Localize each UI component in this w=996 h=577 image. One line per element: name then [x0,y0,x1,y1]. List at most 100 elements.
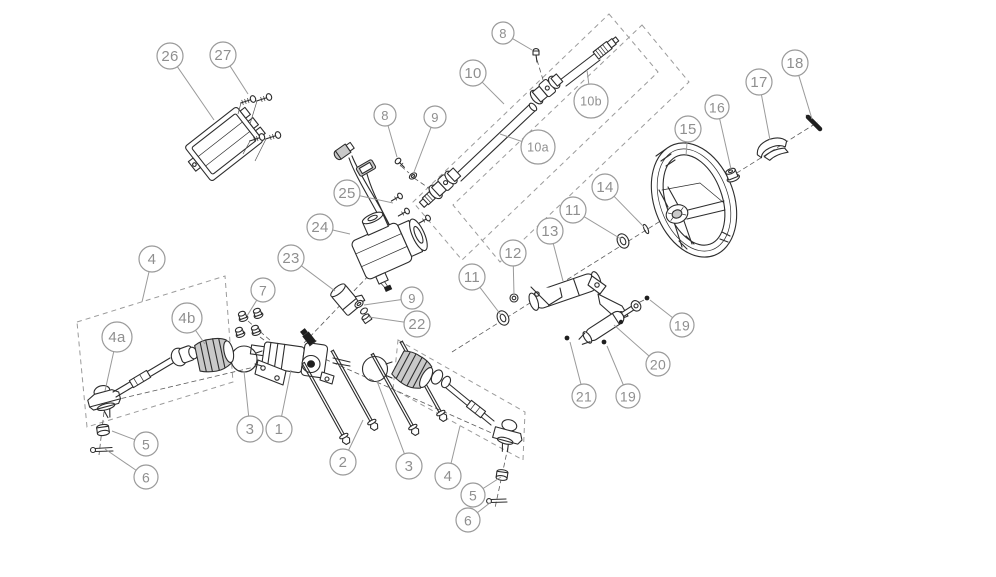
callout-17: 17 [745,68,773,141]
callout-9-mid: 9 [363,286,424,310]
callout-16-circle [704,94,730,120]
ecu-screws [237,93,282,162]
callout-9-mid-label: 9 [408,291,416,306]
callout-18-circle [781,49,809,77]
callout-13-leader [552,243,564,282]
callout-7-circle [250,277,276,303]
callout-15-label: 15 [679,121,696,138]
callout-11-right-leader [583,216,622,240]
column-bracket [528,271,629,321]
callout-6-left-label: 6 [142,470,150,486]
callout-6-left-circle [133,464,159,490]
steering-shaft-lower [454,102,538,182]
callout-3-right-leader [376,380,405,455]
callout-23-leader [301,265,336,292]
callout-11-right-label: 11 [565,202,581,219]
column-bushing-left [496,310,510,326]
callout-7-leader [246,299,258,317]
wheel-cover [756,137,789,161]
callout-23-circle [277,244,305,272]
callout-16-leader [719,118,732,170]
callout-11-left-circle [458,263,486,291]
callout-20-label: 20 [650,357,666,373]
tie-rod-end-right [492,419,523,453]
callout-6-left-leader [104,448,137,471]
callout-8-top: 8 [491,21,533,51]
callout-8-left-label: 8 [381,108,389,123]
callout-3-left-circle [236,415,264,443]
coupler-washers [354,299,368,315]
wheel-nut [725,167,740,183]
callout-10a-label: 10a [527,141,549,155]
callout-8-top-label: 8 [499,26,507,41]
eps-gearbox [351,211,428,292]
shaft-bolt-left [394,157,405,168]
rack-mount-nuts [234,307,264,339]
callout-4-right-leader [450,425,461,464]
callout-16-label: 16 [709,100,725,116]
callout-11-left-leader [479,287,502,316]
callout-7-label: 7 [259,283,267,299]
callout-4-right-circle [434,462,462,490]
callout-10a: 10a [499,129,556,165]
callout-1-circle [265,415,293,443]
callout-21-circle [571,383,597,409]
callout-2-label: 2 [339,454,348,471]
callout-4-left: 4 [138,245,166,303]
callout-26-label: 26 [161,48,178,65]
callout-24-circle [306,213,334,241]
steering-wheel [650,142,738,258]
centerlines [97,59,819,509]
callout-19-top-circle [669,312,695,338]
callout-12-label: 12 [504,245,521,262]
callout-18-leader [798,75,813,120]
callout-8-top-circle [491,21,515,45]
damper-bolt-upper [644,295,650,301]
callout-6-left: 6 [104,448,159,490]
callout-22-label: 22 [408,316,425,333]
callout-25-leader [359,195,394,204]
callout-10b-leader [586,69,590,85]
callout-21-leader [569,341,582,385]
callout-19-bottom: 19 [606,345,641,409]
callout-27: 27 [209,41,249,95]
callout-10a-leader [499,133,523,142]
callout-20-leader [613,324,650,357]
callout-21-label: 21 [576,389,592,405]
callout-3-right-label: 3 [405,458,414,475]
rack-housing [249,328,351,386]
callout-12-leader [512,265,515,296]
steering-damper [564,295,650,345]
callout-19-top-label: 19 [674,318,690,334]
callout-21: 21 [569,341,597,409]
callout-5-right-circle [460,482,486,508]
bracket-pivot-pin [618,319,624,325]
callout-20-circle [645,351,671,377]
callout-4-left-leader [141,271,150,303]
callout-22-circle [403,310,431,338]
callout-3-left: 3 [236,370,264,443]
callout-17-circle [745,68,773,96]
wiring-harness [333,141,392,230]
callout-25-circle [333,179,361,207]
callout-5-left-circle [133,431,159,457]
callout-12: 12 [499,239,527,296]
callout-4-left-circle [138,245,166,273]
castle-nut-right [495,469,509,481]
callout-15-leader [685,141,688,157]
callout-4-right-label: 4 [444,468,453,485]
callout-4-right: 4 [434,425,462,490]
callout-18-label: 18 [786,55,803,72]
callout-24-leader [332,229,351,235]
callout-5-right-label: 5 [469,488,477,504]
callout-14-label: 14 [596,179,613,196]
callout-11-left-label: 11 [464,269,480,286]
callout-6-right-leader [477,501,492,513]
callout-26-leader [176,66,215,121]
callout-24: 24 [306,213,351,241]
callout-11-left: 11 [458,263,502,316]
callout-16: 16 [704,94,732,170]
callout-25-label: 25 [338,185,355,202]
callout-4b-circle [171,302,203,334]
cotter-pin-left [89,446,114,454]
